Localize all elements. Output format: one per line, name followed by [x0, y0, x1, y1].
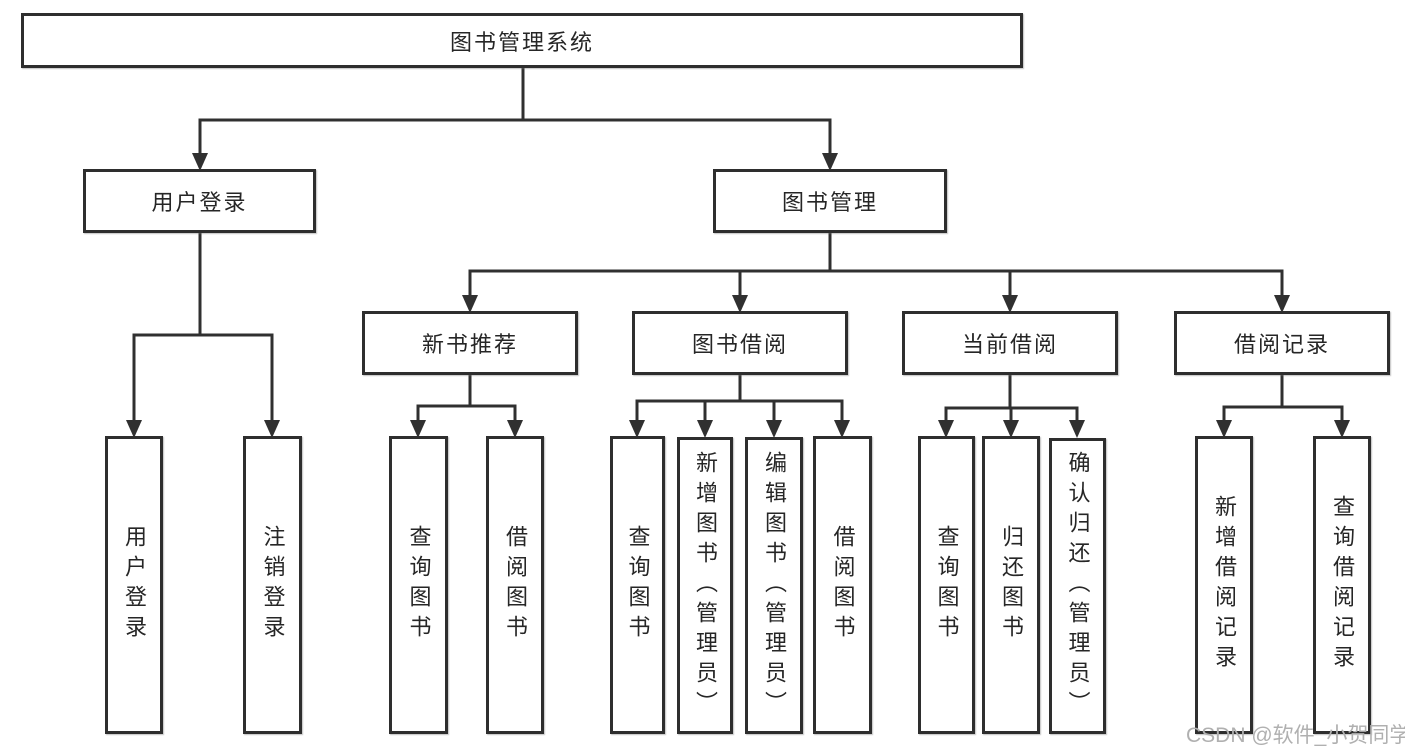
connector-user-login	[126, 231, 280, 438]
leaf-logout: 注销登录	[243, 436, 302, 734]
leaf-query-borrow-record: 查询借阅记录	[1313, 436, 1371, 734]
node-borrowing-records: 借阅记录	[1174, 311, 1390, 375]
node-book-borrowing: 图书借阅	[632, 311, 848, 375]
connector-new-book-recommend	[410, 373, 523, 438]
node-current-borrowing: 当前借阅	[902, 311, 1118, 375]
connector-current-borrowing	[938, 373, 1085, 438]
leaf-user-login: 用户登录	[105, 436, 163, 734]
leaf-borrow-books-under-borrow: 借阅图书	[813, 436, 872, 734]
connector-borrowing-records	[1216, 373, 1350, 438]
leaf-borrow-books-under-newbook: 借阅图书	[486, 436, 544, 734]
node-book-management: 图书管理	[713, 169, 947, 233]
leaf-add-borrow-record: 新增借阅记录	[1195, 436, 1253, 734]
leaf-query-books-under-newbook: 查询图书	[389, 436, 448, 734]
leaf-return-books: 归还图书	[982, 436, 1040, 734]
connector-book-borrowing	[629, 373, 850, 438]
node-new-book-recommend: 新书推荐	[362, 311, 578, 375]
node-user-login: 用户登录	[83, 169, 316, 233]
node-library-system: 图书管理系统	[21, 13, 1023, 68]
connector-root	[192, 66, 838, 171]
leaf-confirm-return-admin: 确认归还（管理员）	[1049, 438, 1106, 734]
csdn-watermark: CSDN @软件_小贺同学	[1186, 724, 1405, 747]
connector-book-management	[462, 231, 1290, 313]
leaf-query-books-under-borrow: 查询图书	[610, 436, 665, 734]
leaf-add-books-admin: 新增图书（管理员）	[677, 437, 733, 734]
leaf-query-books-under-current: 查询图书	[918, 436, 975, 734]
leaf-edit-books-admin: 编辑图书（管理员）	[745, 437, 803, 734]
